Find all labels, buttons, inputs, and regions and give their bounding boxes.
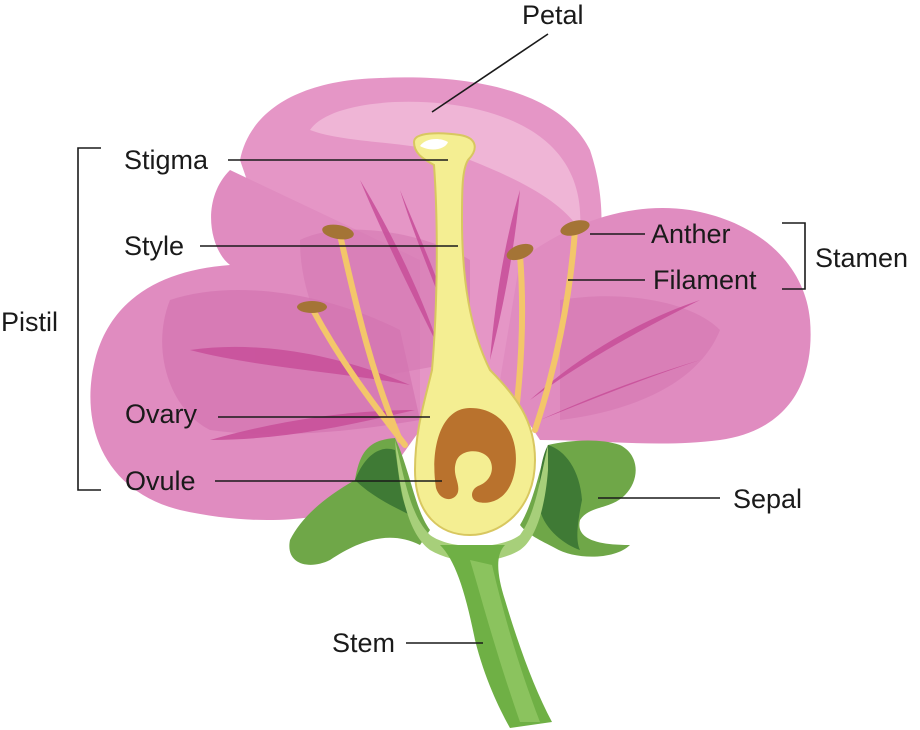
ovule (434, 408, 516, 503)
ovary-label: Ovary (125, 399, 198, 429)
anther-3 (506, 243, 534, 261)
stigma-highlight (420, 138, 448, 150)
anther-4 (560, 220, 590, 236)
stigma-label: Stigma (124, 145, 209, 175)
stamen-label: Stamen (815, 243, 908, 273)
petals (90, 77, 811, 521)
pistil-label: Pistil (1, 307, 58, 337)
petal-highlight (310, 101, 581, 230)
sepal-left-shadow (355, 448, 410, 515)
stem-highlight (470, 560, 540, 722)
filament-label: Filament (653, 265, 757, 295)
anther-1 (322, 224, 354, 240)
pistil (412, 132, 537, 537)
stamen-bracket (782, 222, 806, 290)
petal-label: Petal (522, 0, 584, 30)
leader-lines (200, 33, 720, 644)
anther-label: Anther (651, 219, 731, 249)
stem-label: Stem (332, 628, 395, 658)
pistil-bracket (77, 147, 101, 491)
anthers (297, 220, 590, 313)
filament-2 (310, 307, 408, 448)
anther-2 (297, 301, 327, 313)
petal-veins (190, 180, 700, 440)
sepal-right-shadow (539, 445, 582, 550)
style-label: Style (124, 231, 184, 261)
sepals (289, 438, 636, 565)
filament-1 (337, 232, 403, 443)
sepal-label: Sepal (733, 484, 802, 514)
petal-shadow-right (560, 296, 720, 420)
petal-leader (431, 33, 549, 113)
ovule-label: Ovule (125, 466, 196, 496)
filament-4 (532, 227, 578, 433)
petal-shadow-center (300, 229, 470, 380)
